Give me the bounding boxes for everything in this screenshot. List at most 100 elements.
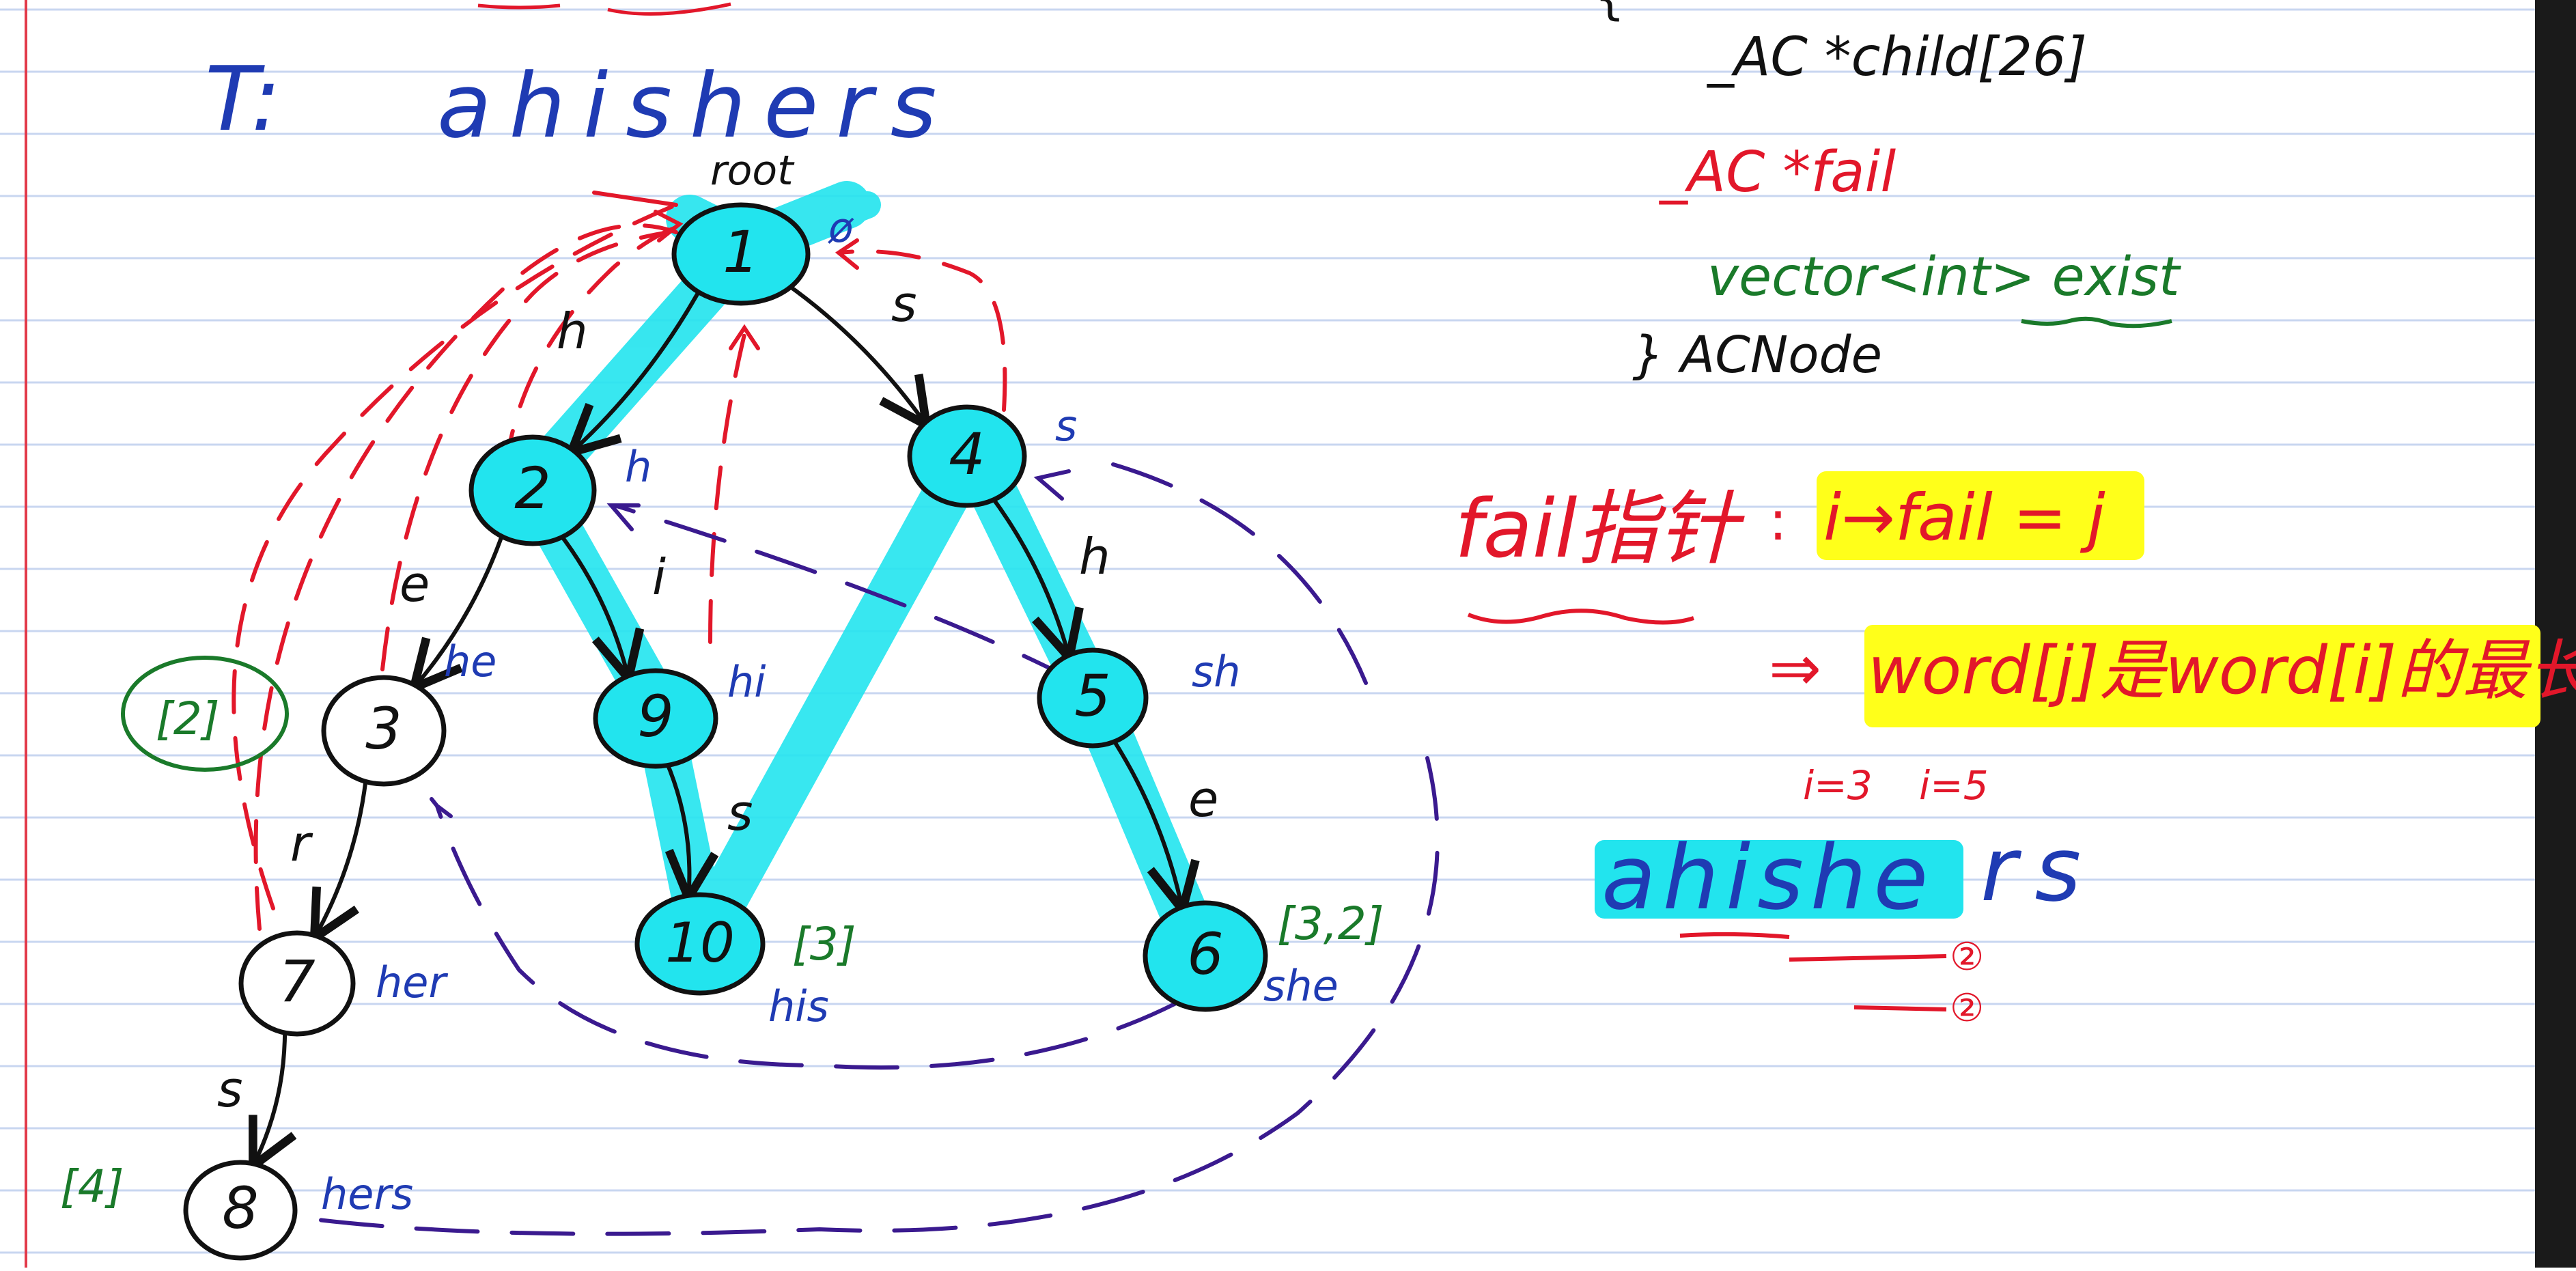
trie-edges [253,281,1182,1167]
trie-edge-3-7 [314,776,369,938]
example-mark-2: ② [1950,986,1984,1031]
trie-exist-lists: [2] [4] [3] [3,2] [60,693,1384,1213]
example-i-right: i=5 [1919,762,1989,809]
struct-open-brace: { [1595,0,1625,25]
trie-node-circle-7 [238,930,356,1037]
trie-node-6: 6 [1143,900,1268,1012]
trie-edge-2-3 [414,530,506,688]
trie-word-3: he [444,637,496,686]
fail-def-label: fail指针 [1455,481,1745,576]
example-underline-2 [1789,954,1947,962]
trie-node-circle-4 [907,404,1027,508]
example-cyan-highlight [1595,840,1963,919]
trie-word-6: she [1263,961,1339,1011]
trie-node-3: 3 [321,675,447,787]
root-label: root [710,147,795,195]
example-underline-1 [1679,932,1790,939]
trie-node-5: 5 [1037,647,1149,749]
trie-word-10: his [768,981,829,1031]
trie-word-5: sh [1192,647,1241,697]
trie-node-id-10: 10 [665,911,735,975]
trie-node-9: 9 [593,668,718,769]
exist-underline [2021,316,2172,329]
trie-node-circle-8 [183,1160,298,1261]
trie-node-4: 4 [907,404,1027,508]
edge-label-2-3: e [400,555,430,613]
edge-label-1-4: s [891,275,917,333]
trie-node-1: 1 [671,202,811,306]
title-label: T: [205,47,281,151]
trie-word-4: s [1055,401,1077,451]
statement-highlight [1864,625,2540,727]
trie-edge-1-4 [785,281,927,425]
exist-list-6: [3,2] [1277,897,1384,950]
exist-list-8: [4] [60,1160,124,1213]
trie-word-8: hers [321,1169,413,1219]
struct-close-line: } ACNode [1632,326,1882,385]
trie-word-2: h [625,442,652,492]
example-i-left: i=3 [1803,762,1873,809]
trie-node-id-5: 5 [1074,662,1110,729]
trie-word-9: hi [727,657,766,707]
edge-label-7-8: s [217,1061,243,1118]
trie-edge-2-9 [557,531,628,679]
page-edge [2535,0,2576,1268]
trie-node-2: 2 [468,434,597,546]
trie-node-id-7: 7 [279,948,315,1015]
trie-node-id-4: 4 [949,421,985,488]
edge-label-4-5: h [1079,528,1110,585]
struct-child-line: _AC *child[26] [1707,27,2087,88]
fail-pointers-purple [285,462,1440,1236]
trie-edge-5-6 [1110,736,1182,910]
edge-label-9-10: s [727,784,753,841]
edge-label-1-2: h [557,303,588,360]
edge-label-2-9: i [652,548,666,606]
trie-node-id-3: 3 [365,695,402,762]
example-mark-1: ② [1950,935,1984,979]
trie-nodes: 1 2 3 4 5 6 7 8 9 10 [183,202,1268,1261]
trie-edge-7-8 [253,1027,285,1167]
trie-node-id-8: 8 [222,1175,258,1242]
exist-list-3: [2] [156,693,220,745]
example-string-rest: rs [1980,818,2099,921]
exist-circle-3 [121,656,289,772]
struct-fail-line: _AC *fail [1659,140,1896,205]
trie-node-circle-10 [634,892,766,996]
trie-node-id-6: 6 [1187,921,1223,988]
trie-node-7: 7 [238,930,356,1037]
fail-pointers-red [232,203,1007,931]
formula-highlight [1817,471,2144,560]
trie-node-circle-1 [671,202,811,306]
trie-node-circle-2 [468,434,597,546]
trie-node-circle-5 [1037,647,1149,749]
trie-node-circle-9 [593,668,718,769]
example-string-highlight: ahishe [1601,826,1935,930]
example-underline-3 [1853,1005,1947,1011]
trie-node-id-9: 9 [637,683,673,750]
trie-node-10: 10 [634,892,766,996]
trie-node-circle-3 [321,675,447,787]
trie-node-circle-6 [1143,900,1268,1012]
trie-node-id-2: 2 [514,455,550,522]
fail-def-formula: i→fail = j [1823,481,2105,555]
fail-arrowheads-red [592,191,859,350]
edge-label-3-7: r [290,815,313,872]
title-text: ahishers [437,54,954,158]
trie-word-7: her [376,958,448,1007]
trie-node-tag-1: ø [828,204,854,252]
fail-def-implies: ⇒ [1769,632,1821,705]
struct-exist-line: vector<int> exist [1707,247,2181,308]
trie-edge-9-10 [664,759,689,898]
fail-def-colon: : [1769,489,1787,553]
fail-arrowheads-purple [430,469,1071,818]
trie-node-8: 8 [183,1160,298,1261]
trie-node-id-1: 1 [723,219,759,285]
exist-list-10: [3] [792,918,856,970]
trie-edge-4-5 [989,494,1069,657]
fail-def-statement: word[j]是word[i]的最长后 [1868,632,2576,709]
edge-label-5-6: e [1188,770,1218,828]
top-scribble [477,2,731,16]
